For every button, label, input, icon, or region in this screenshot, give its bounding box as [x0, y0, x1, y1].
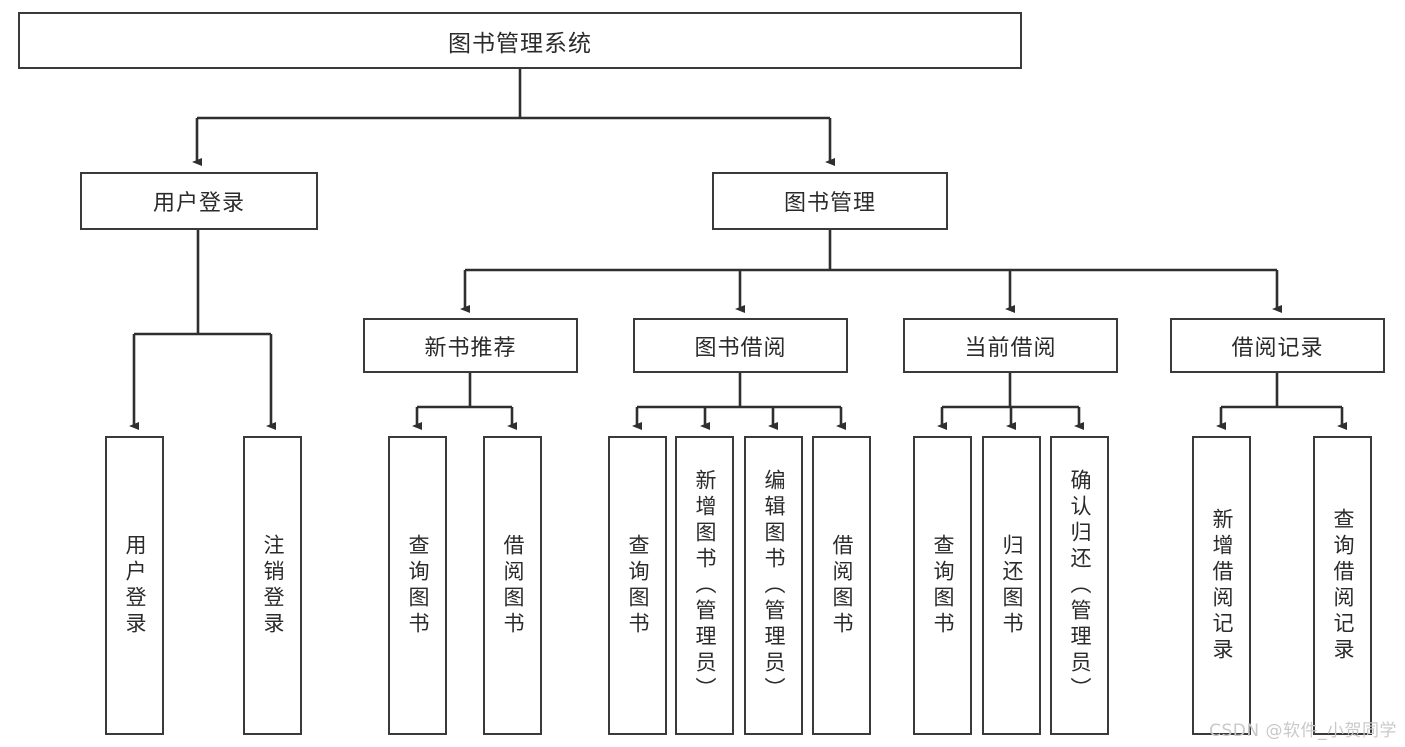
node-leaf-borrow-book-newbook-label: 借阅图书: [501, 533, 525, 638]
node-leaf-query-book-current-label: 查询图书: [931, 533, 955, 638]
node-leaf-add-borrow-record-label: 新增借阅记录: [1210, 507, 1234, 664]
node-leaf-borrow-book[interactable]: 借阅图书: [812, 436, 871, 735]
node-leaf-query-book-newbook-label: 查询图书: [406, 533, 430, 638]
node-level1-book-management-label: 图书管理: [783, 191, 876, 216]
node-leaf-add-book-admin[interactable]: 新增图书（管理员）: [675, 436, 734, 735]
node-level2-borrow-record-label: 借阅记录: [1231, 335, 1324, 361]
node-leaf-add-book-admin-label: 新增图书（管理员）: [693, 468, 717, 703]
node-leaf-confirm-return-admin[interactable]: 确认归还（管理员）: [1050, 436, 1109, 735]
node-leaf-return-book-label: 归还图书: [1000, 533, 1024, 638]
node-level2-current-borrow[interactable]: 当前借阅: [903, 318, 1118, 373]
node-level1-user-login[interactable]: 用户登录: [80, 172, 318, 230]
node-level2-book-borrow-label: 图书借阅: [694, 335, 787, 361]
node-level2-new-book[interactable]: 新书推荐: [363, 318, 578, 373]
node-leaf-user-login[interactable]: 用户登录: [105, 436, 164, 735]
node-leaf-user-logout[interactable]: 注销登录: [243, 436, 302, 735]
node-leaf-add-borrow-record[interactable]: 新增借阅记录: [1192, 436, 1251, 735]
node-level2-borrow-record[interactable]: 借阅记录: [1170, 318, 1385, 373]
node-level2-book-borrow[interactable]: 图书借阅: [633, 318, 848, 373]
node-leaf-query-borrow-record-label: 查询借阅记录: [1331, 507, 1355, 664]
node-leaf-confirm-return-admin-label: 确认归还（管理员）: [1068, 468, 1092, 703]
watermark-text: CSDN @软件_小贺同学: [1209, 721, 1397, 741]
node-level2-new-book-label: 新书推荐: [424, 335, 517, 361]
node-root-label: 图书管理系统: [448, 30, 592, 57]
node-level1-book-management[interactable]: 图书管理: [712, 172, 948, 230]
node-level1-user-login-label: 用户登录: [152, 191, 245, 216]
node-leaf-borrow-book-label: 借阅图书: [830, 533, 854, 638]
node-leaf-user-logout-label: 注销登录: [261, 533, 285, 638]
node-leaf-query-book-newbook[interactable]: 查询图书: [388, 436, 447, 735]
node-leaf-user-login-label: 用户登录: [123, 533, 147, 638]
node-leaf-query-borrow-record[interactable]: 查询借阅记录: [1313, 436, 1372, 735]
node-root[interactable]: 图书管理系统: [18, 12, 1022, 69]
node-leaf-query-book-borrow-label: 查询图书: [626, 533, 650, 638]
node-leaf-query-book-borrow[interactable]: 查询图书: [608, 436, 667, 735]
node-leaf-query-book-current[interactable]: 查询图书: [913, 436, 972, 735]
node-leaf-edit-book-admin[interactable]: 编辑图书（管理员）: [744, 436, 803, 735]
node-leaf-return-book[interactable]: 归还图书: [982, 436, 1041, 735]
node-level2-current-borrow-label: 当前借阅: [964, 335, 1057, 361]
node-leaf-edit-book-admin-label: 编辑图书（管理员）: [762, 468, 786, 703]
node-leaf-borrow-book-newbook[interactable]: 借阅图书: [483, 436, 542, 735]
